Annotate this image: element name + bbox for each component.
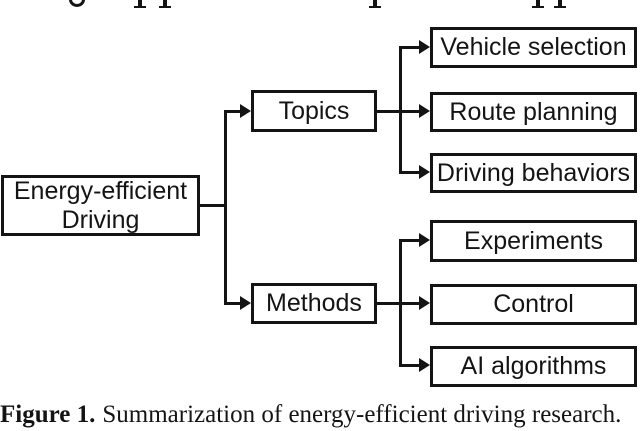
figure-caption-label: Figure 1. <box>0 401 96 428</box>
node-route-planning: Route planning <box>430 92 637 132</box>
node-vehicle-selection: Vehicle selection <box>430 27 637 68</box>
node-topics: Topics <box>251 90 377 132</box>
node-ai-algorithms: AI algorithms <box>430 346 637 387</box>
connector-topics-vline <box>399 46 402 174</box>
arrowhead-topics-icon <box>240 104 251 118</box>
node-driving-behaviors: Driving behaviors <box>430 153 637 193</box>
cropped-text-loop <box>69 0 85 7</box>
connector-branch-vline <box>224 110 227 305</box>
node-control: Control <box>430 284 637 325</box>
connector-topics-out <box>377 110 419 113</box>
cropped-text-descender <box>532 0 544 8</box>
arrowhead-driving-behaviors-icon <box>419 165 430 179</box>
cropped-text-descender <box>369 0 381 8</box>
node-methods: Methods <box>251 283 377 324</box>
connector-experiments-stub <box>399 239 419 242</box>
connector-methods-stub <box>224 302 240 305</box>
cropped-text-descender <box>159 0 171 8</box>
connector-root-out <box>198 204 227 207</box>
arrowhead-control-icon <box>419 296 430 310</box>
connector-vehicle-stub <box>399 46 419 49</box>
arrowhead-methods-icon <box>240 296 251 310</box>
connector-methods-out <box>377 302 419 305</box>
connector-ai-stub <box>399 364 419 367</box>
connector-behaviors-stub <box>399 171 419 174</box>
arrowhead-route-planning-icon <box>419 104 430 118</box>
cropped-text-descender <box>554 0 566 8</box>
node-experiments: Experiments <box>430 220 637 262</box>
connector-topics-stub <box>224 110 240 113</box>
cropped-text-descender <box>134 0 146 8</box>
figure-caption: Figure 1.Summarization of energy-efficie… <box>0 399 640 430</box>
connector-methods-vline <box>399 239 402 367</box>
arrowhead-experiments-icon <box>419 233 430 247</box>
arrowhead-ai-algorithms-icon <box>419 358 430 372</box>
node-energy-efficient-driving: Energy-efficient Driving <box>1 175 200 236</box>
figure-caption-text: Summarization of energy-efficient drivin… <box>102 401 622 428</box>
arrowhead-vehicle-selection-icon <box>419 40 430 54</box>
